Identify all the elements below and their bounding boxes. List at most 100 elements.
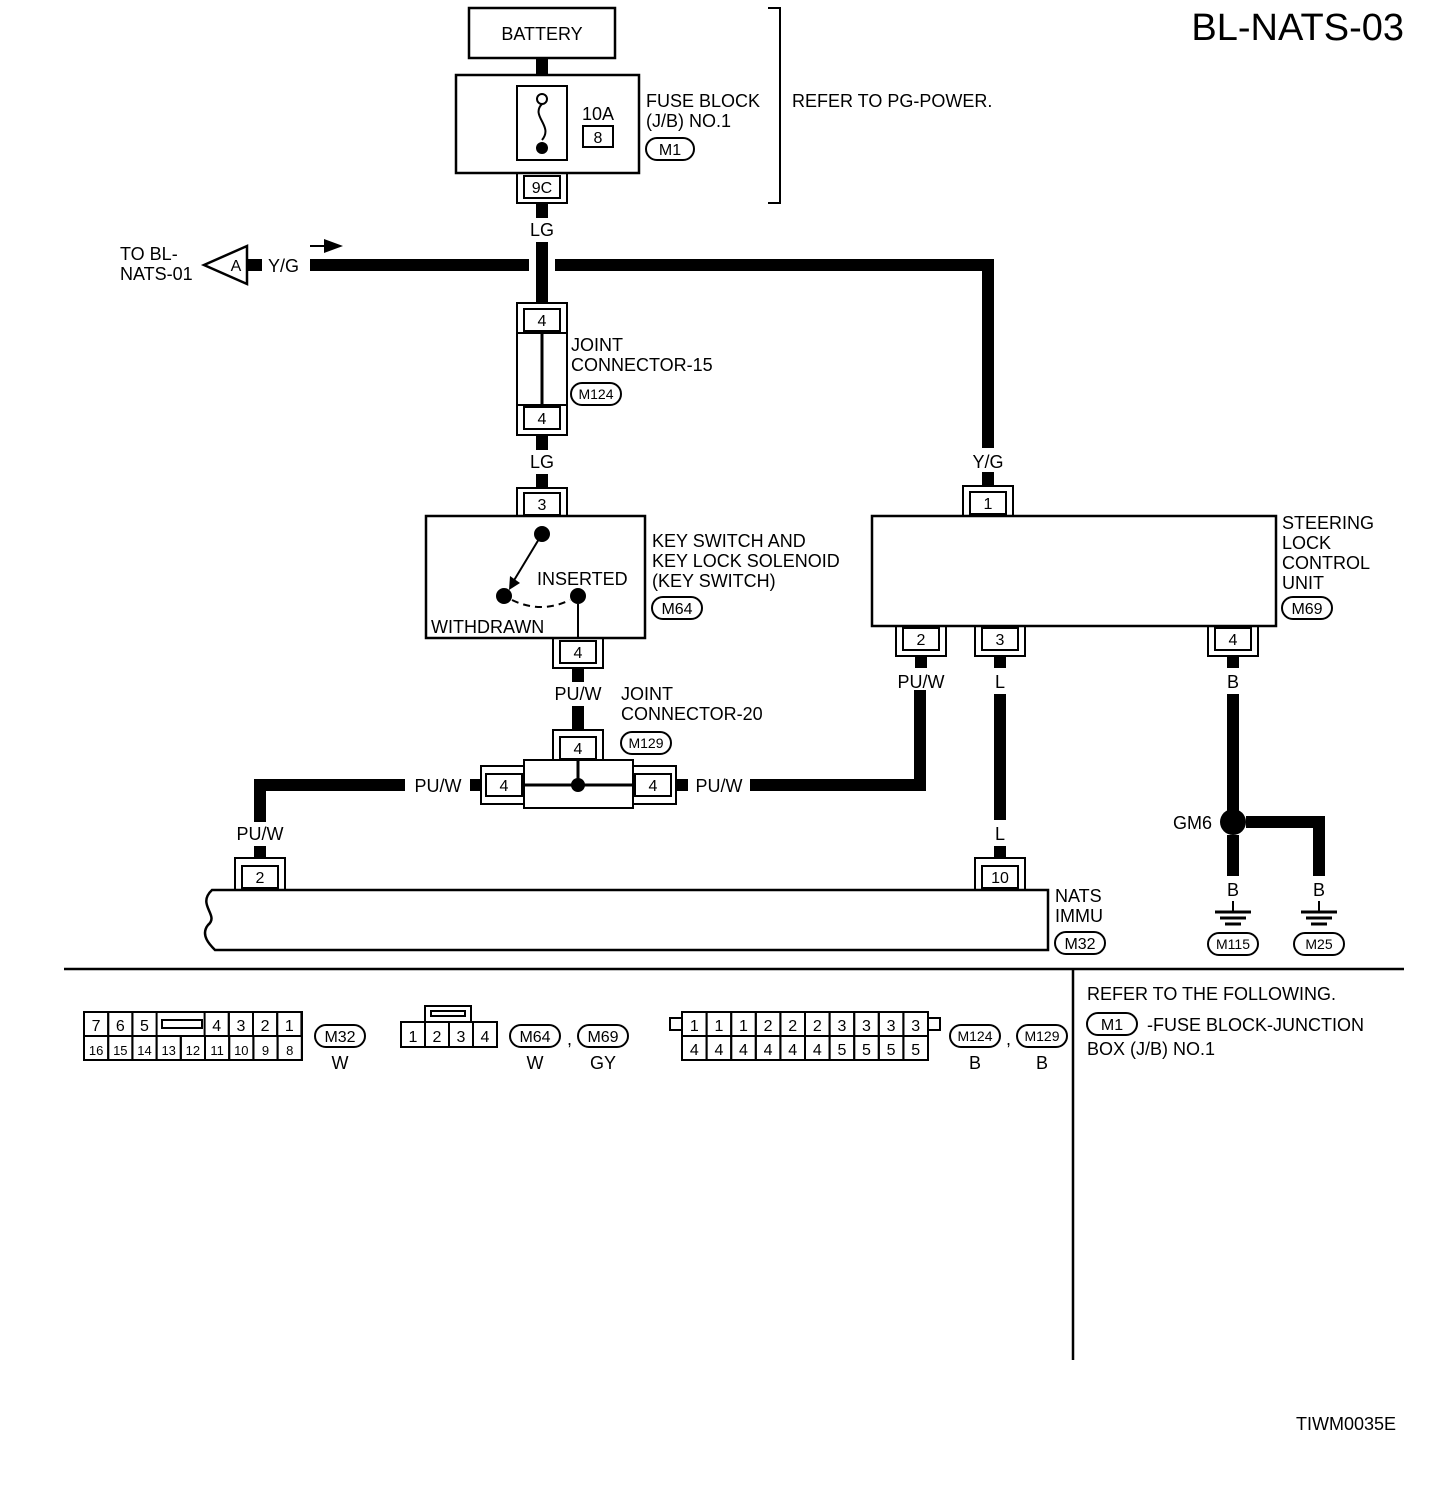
m124-bottom-pin-label: 4 (764, 1042, 773, 1059)
m32-badge (314, 1024, 366, 1048)
m32-top-pin-label: 7 (92, 1018, 101, 1035)
steering-title-4: UNIT (1282, 573, 1324, 593)
fuse-block-title-1: FUSE BLOCK (646, 91, 760, 111)
steering-pin-1: 1 (984, 496, 993, 513)
ground-2-connector: M25 (1305, 936, 1332, 952)
jc15-pin-top: 4 (538, 313, 547, 330)
wire-l-immu-label: L (995, 824, 1005, 844)
m69-badge (577, 1024, 629, 1048)
page-title: BL-NATS-03 (1191, 7, 1404, 49)
m124-code: M124 (957, 1028, 992, 1044)
steering-pin2-box (902, 627, 940, 651)
ground-2-badge (1293, 932, 1345, 956)
m124-top-pin-label: 2 (788, 1018, 797, 1035)
key-switch-inserted: INSERTED (537, 569, 628, 589)
m124-tab-right (927, 1017, 941, 1031)
m124-bottom-pin-label: 4 (690, 1042, 699, 1059)
wire-lg-mid-label: LG (530, 452, 554, 472)
offpage-symbol: A (231, 258, 242, 275)
key-switch-title-2: KEY LOCK SOLENOID (652, 551, 840, 571)
jc20-connector: M129 (628, 735, 663, 751)
wire-yg-steer-label: Y/G (972, 452, 1003, 472)
fuse-link-icon (537, 103, 547, 141)
nats-pin-10: 10 (991, 870, 1009, 887)
fuse-block-title-2: (J/B) NO.1 (646, 111, 731, 131)
steering-pin1-box (969, 491, 1007, 515)
m64-latch-inner (430, 1010, 466, 1017)
m124-bottom-pin-label: 5 (862, 1042, 871, 1059)
steering-pin1-frame (962, 485, 1014, 516)
m64-pin-label: 4 (481, 1029, 490, 1046)
steering-connector: M69 (1291, 601, 1322, 618)
key-switch-withdrawn: WITHDRAWN (431, 617, 544, 637)
key-switch-blade-arrow-icon (509, 576, 520, 590)
m32-bottom-pin-label: 12 (186, 1043, 200, 1058)
key-switch-title-1: KEY SWITCH AND (652, 531, 806, 551)
nats-pin2-frame (234, 857, 286, 890)
wire-puw-left-label: PU/W (415, 776, 462, 796)
ground-splice-label: GM6 (1173, 813, 1212, 833)
offpage-label-1: TO BL- (120, 244, 178, 264)
m124-badge (949, 1024, 1001, 1048)
signal-arrow-icon (324, 239, 343, 253)
nats-pin10-frame (974, 857, 1026, 890)
m124-bottom-cell (902, 1035, 930, 1061)
m64-comma: , (567, 1029, 572, 1049)
wire-puw-steer-label: PU/W (898, 672, 945, 692)
ground-1-connector: M115 (1216, 936, 1250, 952)
nats-immu-box (203, 888, 1050, 952)
jc20-top-frame (552, 729, 604, 760)
nats-pin10-box (981, 865, 1019, 889)
m32-bottom-pin-label: 10 (234, 1043, 248, 1058)
jc20-pin-top: 4 (574, 741, 583, 758)
key-switch-blade (512, 533, 543, 583)
jc20-title-2: CONNECTOR-20 (621, 704, 763, 724)
wire-b-ground1-label: B (1227, 880, 1239, 900)
wire-b-steer-label: B (1227, 672, 1239, 692)
reference-line-1: -FUSE BLOCK-JUNCTION (1147, 1015, 1364, 1035)
steering-pin4-box (1214, 627, 1252, 651)
reference-code: M1 (1101, 1017, 1123, 1034)
m32-top-pin-label: 5 (140, 1018, 149, 1035)
m64-pin-label: 2 (433, 1029, 442, 1046)
fuse-number: 8 (594, 130, 603, 147)
m32-top-pin-label: 6 (116, 1018, 125, 1035)
steering-pin-2: 2 (917, 632, 926, 649)
fuse-block-connector-badge (645, 137, 695, 161)
fuse-terminal-9c: 9C (532, 180, 552, 197)
m32-color: W (332, 1053, 349, 1073)
fuse-block-connector: M1 (659, 142, 681, 159)
m124-top-pin-label: 1 (739, 1018, 748, 1035)
steering-title-3: CONTROL (1282, 553, 1370, 573)
jc15-top-pin-box (523, 308, 561, 332)
key-switch-pin-top: 3 (538, 497, 547, 514)
m32-bottom-cell (276, 1035, 303, 1061)
m32-latch (161, 1019, 203, 1029)
key-switch-top-frame (516, 487, 568, 516)
fuse-block-box (454, 73, 641, 175)
nats-pin2-box (241, 865, 279, 889)
m32-bottom-pin-label: 16 (89, 1043, 103, 1058)
wire-lg-top-label: LG (530, 220, 554, 240)
jc20-right-pin-box (634, 773, 672, 797)
m124-bottom-pin-label: 5 (887, 1042, 896, 1059)
key-switch-connector: M64 (661, 601, 692, 618)
fuse-terminal-bottom (536, 142, 548, 154)
m124-top-pin-label: 3 (837, 1018, 846, 1035)
m32-top-pin-label: 1 (285, 1018, 294, 1035)
jc20-connector-badge (620, 731, 672, 755)
steering-pin-3: 3 (996, 632, 1005, 649)
offpage-wire-label: Y/G (268, 256, 299, 276)
m64-pin-label: 1 (409, 1029, 418, 1046)
m64-code: M64 (519, 1029, 550, 1046)
m129-code: M129 (1024, 1028, 1059, 1044)
jc15-title-2: CONNECTOR-15 (571, 355, 713, 375)
wire-puw-right-b (750, 690, 926, 791)
m32-top-pin-label: 2 (261, 1018, 270, 1035)
wire-puw-left-b (254, 779, 405, 822)
m32-code: M32 (324, 1029, 355, 1046)
